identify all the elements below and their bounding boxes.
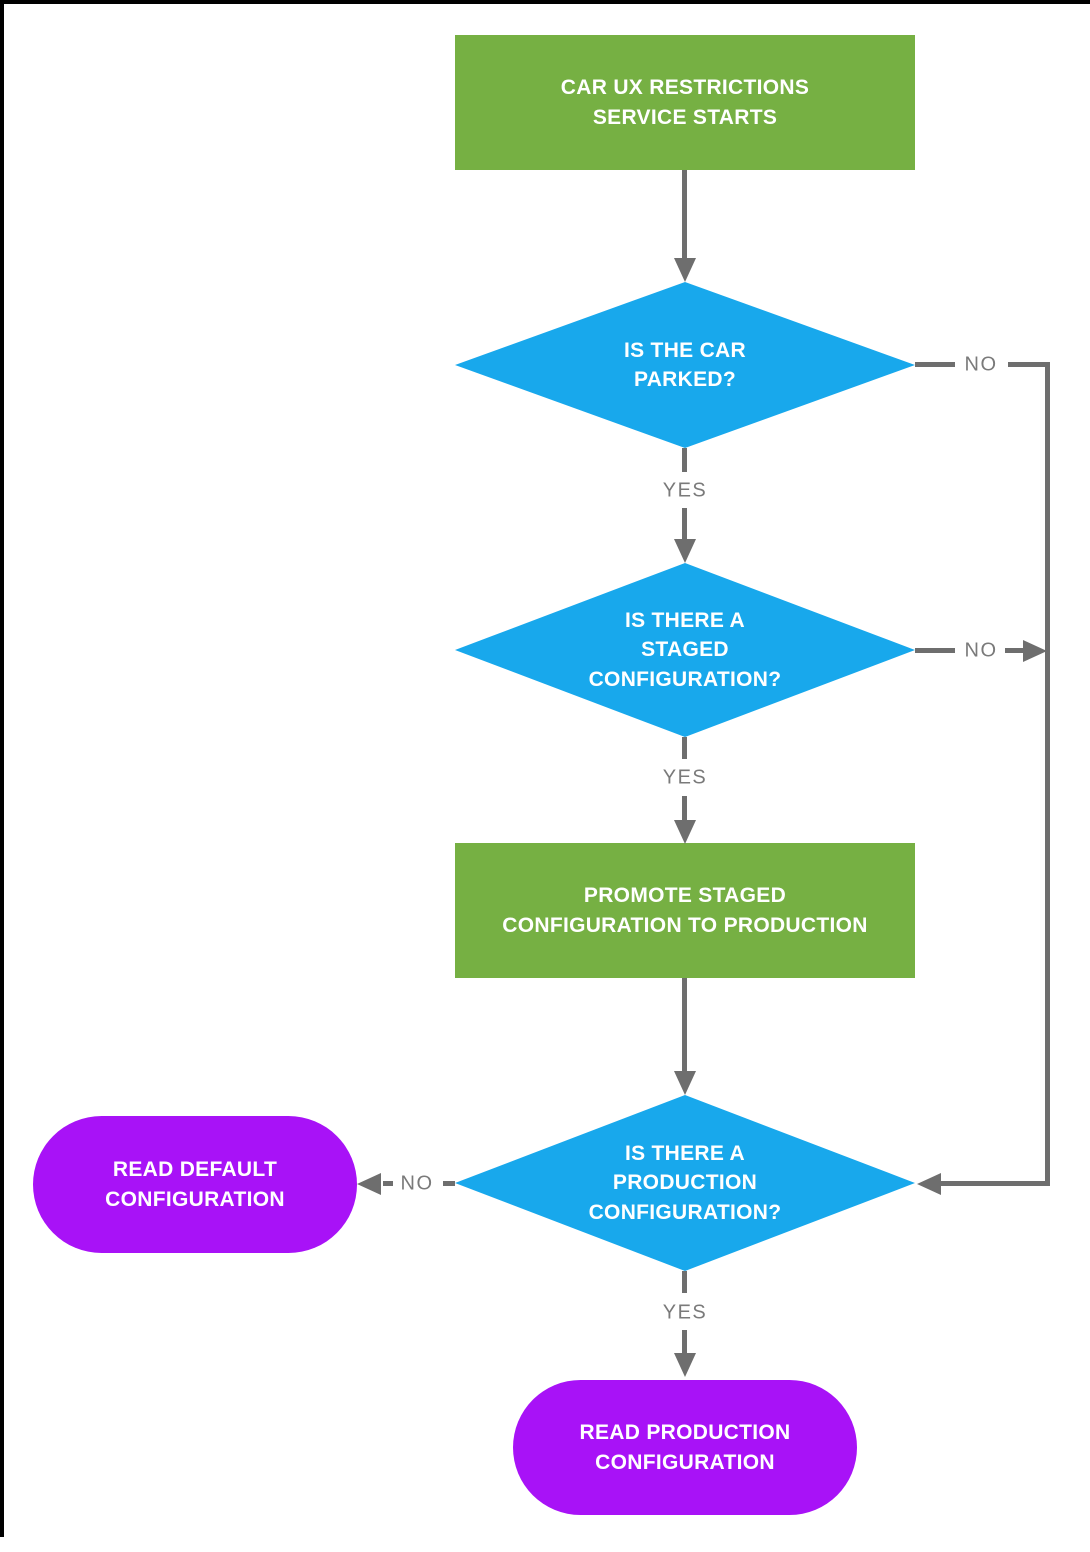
connector-staged-no-b (1005, 648, 1025, 653)
arrowhead-staged-yes (674, 820, 696, 844)
decision-is-staged-configuration: IS THERE A STAGED CONFIGURATION? (455, 563, 915, 737)
connector-production-no-b (383, 1181, 393, 1186)
decision-is-production-configuration-label: IS THERE A PRODUCTION CONFIGURATION? (588, 1141, 782, 1224)
arrowhead-promote-to-production (674, 1071, 696, 1095)
decision-is-car-parked: IS THE CAR PARKED? (455, 282, 915, 448)
connector-parked-no-b (1008, 362, 1050, 367)
connector-promote-to-production (682, 978, 687, 1072)
edge-label-parked-yes: YES (662, 479, 708, 503)
decision-is-staged-configuration-label: IS THERE A STAGED CONFIGURATION? (588, 608, 782, 691)
arrowhead-staged-no (1023, 640, 1047, 662)
decision-is-car-parked-label: IS THE CAR PARKED? (623, 338, 746, 391)
connector-staged-yes-b (682, 796, 687, 822)
arrowhead-no-merge-to-production (917, 1173, 941, 1195)
read-production-configuration-node: READ PRODUCTION CONFIGURATION (513, 1380, 857, 1515)
read-default-configuration-label: READ DEFAULT CONFIGURATION (105, 1158, 285, 1211)
promote-staged-configuration-node: PROMOTE STAGED CONFIGURATION TO PRODUCTI… (455, 843, 915, 978)
connector-parked-no-a (915, 362, 955, 367)
edge-label-staged-no: NO (964, 639, 998, 663)
read-production-configuration-label: READ PRODUCTION CONFIGURATION (579, 1421, 791, 1474)
decision-is-production-configuration: IS THERE A PRODUCTION CONFIGURATION? (455, 1095, 915, 1271)
start-node-label: CAR UX RESTRICTIONS SERVICE STARTS (560, 76, 810, 129)
start-node: CAR UX RESTRICTIONS SERVICE STARTS (455, 35, 915, 170)
promote-staged-configuration-label: PROMOTE STAGED CONFIGURATION TO PRODUCTI… (502, 884, 868, 937)
arrowhead-production-yes (674, 1353, 696, 1377)
connector-no-merge-to-production (941, 1181, 1050, 1186)
connector-parked-yes-a (682, 448, 687, 472)
edge-label-production-yes: YES (662, 1301, 708, 1325)
read-default-configuration-node: READ DEFAULT CONFIGURATION (33, 1116, 357, 1253)
arrowhead-start-to-parked (674, 258, 696, 282)
connector-staged-yes-a (682, 737, 687, 759)
connector-start-to-parked (682, 170, 687, 260)
arrowhead-production-no (357, 1173, 381, 1195)
edge-label-production-no: NO (400, 1172, 434, 1196)
frame-left-border (0, 0, 4, 1537)
connector-production-yes-a (682, 1271, 687, 1293)
connector-staged-no-a (915, 648, 955, 653)
connector-production-no-a (443, 1181, 455, 1186)
edge-label-parked-no: NO (964, 353, 998, 377)
arrowhead-parked-yes (674, 539, 696, 563)
connector-right-vertical (1045, 362, 1050, 1186)
connector-production-yes-b (682, 1330, 687, 1354)
connector-parked-yes-b (682, 508, 687, 540)
frame-top-border (0, 0, 1090, 4)
edge-label-staged-yes: YES (662, 766, 708, 790)
